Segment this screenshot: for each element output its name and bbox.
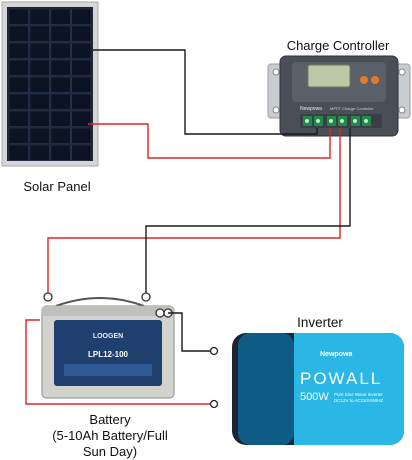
panel-to-controller-wires <box>88 49 331 159</box>
solar-cell <box>50 76 71 93</box>
battery-label-line2: (5-10Ah Battery/Full <box>52 428 168 443</box>
charge-controller-label: Charge Controller <box>286 38 390 53</box>
solar-cell <box>71 8 92 25</box>
solar-cell <box>50 127 71 144</box>
solar-cell <box>8 110 29 127</box>
inverter-brand-text: Newpowa <box>320 351 352 358</box>
solar-cell <box>29 42 50 59</box>
inverter: Newpowa POWALL 500W Pure Sine Wave Inver… <box>232 333 404 445</box>
solar-cell <box>8 76 29 93</box>
solar-cell <box>8 127 29 144</box>
solar-cell <box>29 25 50 42</box>
inverter-power-text: 500W <box>300 391 329 403</box>
solar-cell <box>8 42 29 59</box>
solar-cell <box>71 144 92 161</box>
solar-cell <box>8 25 29 42</box>
solar-cell <box>50 42 71 59</box>
solar-cell <box>29 144 50 161</box>
solar-cell <box>71 42 92 59</box>
inverter-name-text: POWALL <box>300 369 382 388</box>
solar-cell <box>71 127 92 144</box>
inverter-desc1-text: Pure Sine Wave Inverter <box>334 392 383 397</box>
solar-cell <box>29 93 50 110</box>
solar-cell <box>50 8 71 25</box>
battery-label-line3: Sun Day) <box>82 444 138 459</box>
battery-label: Battery (5-10Ah Battery/Full Sun Day) <box>40 412 180 460</box>
solar-cell <box>50 93 71 110</box>
battery: LOOGEN LPL12-100 <box>41 292 175 399</box>
solar-cell <box>71 25 92 42</box>
solar-cell <box>50 25 71 42</box>
battery-to-inverter-wires <box>25 312 219 409</box>
solar-cell <box>71 76 92 93</box>
battery-label-line1: Battery <box>89 412 131 427</box>
controller-model-text: MPPT Charge Controller <box>330 106 374 111</box>
solar-cell <box>29 127 50 144</box>
controller-to-battery-wires <box>47 128 351 293</box>
solar-panel <box>1 1 99 167</box>
solar-panel-label: Solar Panel <box>23 179 91 194</box>
solar-cell <box>71 59 92 76</box>
controller-terminals <box>303 116 371 126</box>
solar-cell <box>71 110 92 127</box>
solar-cell <box>50 110 71 127</box>
solar-cell <box>29 8 50 25</box>
solar-cell <box>8 144 29 161</box>
solar-cell <box>71 93 92 110</box>
solar-cell <box>29 59 50 76</box>
solar-cell <box>50 144 71 161</box>
battery-brand-text: LOOGEN <box>93 333 123 340</box>
solar-cell <box>8 93 29 110</box>
inverter-label: Inverter <box>297 315 343 330</box>
controller-brand-text: Newpowa <box>300 106 322 112</box>
charge-controller: Newpowa MPPT Charge Controller <box>267 55 411 137</box>
solar-cell <box>8 59 29 76</box>
solar-cell <box>29 76 50 93</box>
solar-cells <box>8 8 92 161</box>
solar-cell <box>50 59 71 76</box>
solar-cell <box>8 8 29 25</box>
solar-cell <box>29 110 50 127</box>
battery-model-text: LPL12-100 <box>88 350 129 359</box>
inverter-desc2-text: DC12V to AC110V/60HZ <box>334 398 383 403</box>
